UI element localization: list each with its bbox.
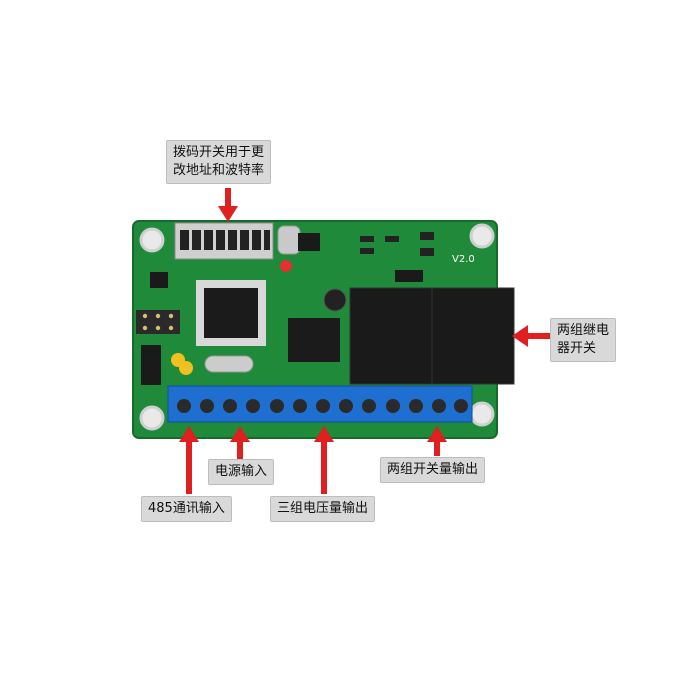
arrow-dip-switch bbox=[218, 188, 238, 222]
mcu-chip bbox=[196, 280, 266, 346]
board-version-text: V2.0 bbox=[452, 254, 475, 265]
soic-chip bbox=[288, 318, 340, 362]
switch-output-label: 两组开关量输出 bbox=[380, 457, 486, 483]
arrow-relays bbox=[512, 325, 550, 347]
jumper-header bbox=[141, 345, 161, 385]
arrow-485 bbox=[179, 426, 199, 494]
voltage-output-label: 三组电压量输出 bbox=[270, 496, 376, 522]
pin-header bbox=[136, 310, 180, 334]
dip-switch bbox=[174, 222, 274, 260]
dip-switch-label-line2: 改地址和波特率 bbox=[173, 163, 265, 178]
power-input-label: 电源输入 bbox=[208, 459, 275, 485]
dip-switch-label-line1: 拨码开关用于更 bbox=[173, 145, 265, 160]
small-ic bbox=[298, 233, 320, 251]
dip-switch-label: 拨码开关用于更 改地址和波特率 bbox=[166, 140, 272, 184]
terminal-block bbox=[167, 385, 473, 423]
relays-label-line2: 器开关 bbox=[557, 341, 597, 356]
ic-left bbox=[150, 272, 168, 288]
smd-components bbox=[360, 232, 434, 282]
arrow-power bbox=[230, 426, 250, 460]
arrow-voltage-output bbox=[314, 426, 334, 494]
led-red bbox=[280, 260, 292, 272]
capacitor bbox=[323, 288, 347, 312]
relays-label: 两组继电 器开关 bbox=[550, 318, 617, 362]
relay-1 bbox=[349, 287, 433, 385]
arrow-switch-output bbox=[427, 426, 447, 456]
crystal-top bbox=[277, 225, 301, 255]
rs485-input-label: 485通讯输入 bbox=[141, 496, 232, 522]
relay-2 bbox=[431, 287, 515, 385]
crystal-bottom bbox=[204, 355, 254, 373]
relays-label-line1: 两组继电 bbox=[557, 323, 610, 338]
